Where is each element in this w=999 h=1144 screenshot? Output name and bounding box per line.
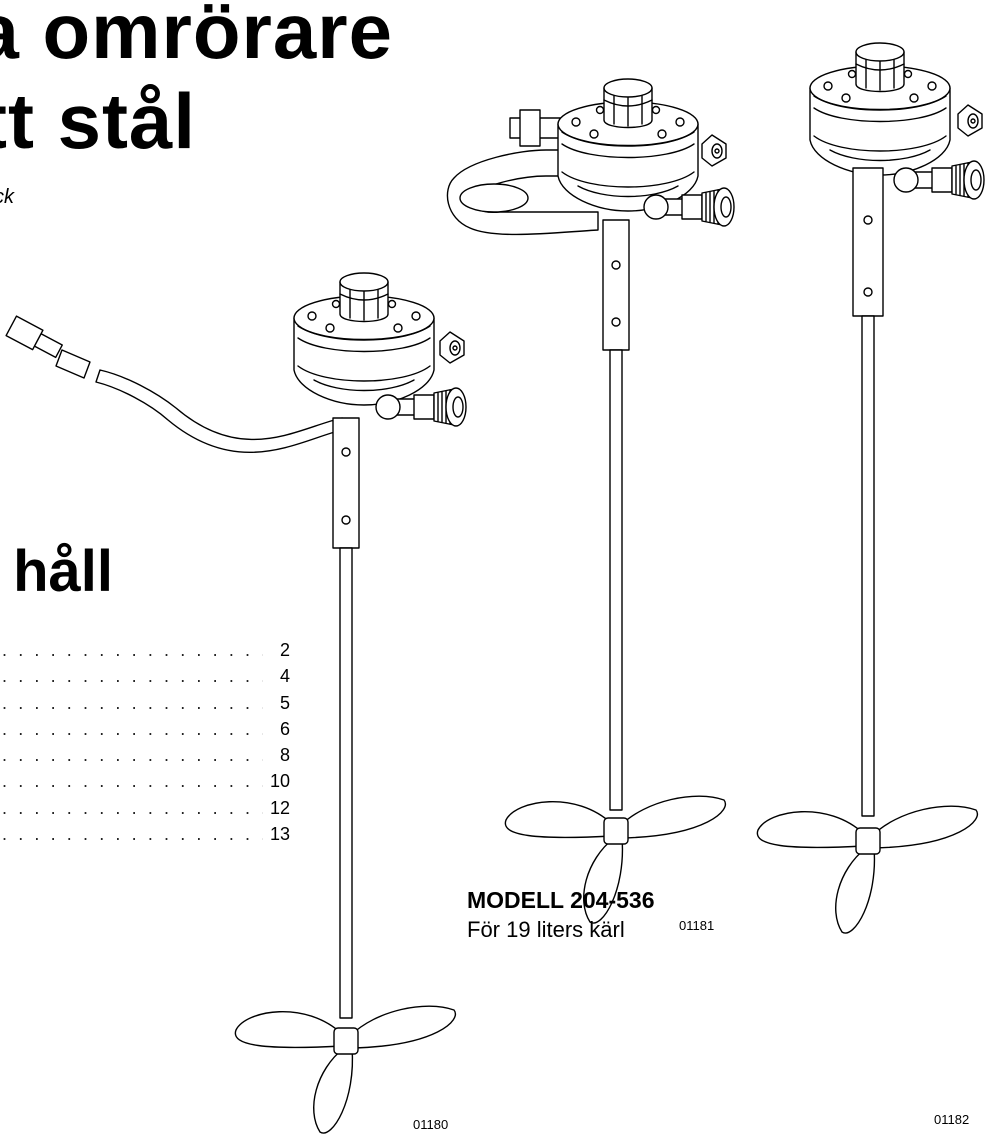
- contents-heading: håll: [13, 539, 113, 604]
- toc-leader-dots: . . . . . . . . . . . . . . . . . . . . …: [2, 771, 263, 792]
- cap-nut-icon: [439, 331, 465, 364]
- toc-page-number: 13: [269, 824, 290, 845]
- set-screw: [611, 260, 621, 270]
- toc-leader-dots: . . . . . . . . . . . . . . . . . . . . …: [2, 666, 263, 687]
- shaft: [609, 349, 623, 811]
- model-204-536-illustration: [446, 78, 735, 924]
- toc-page-number: 6: [279, 718, 290, 739]
- shaft: [339, 547, 353, 1019]
- toc-leader-dots: . . . . . . . . . . . . . . . . . . . . …: [2, 718, 263, 739]
- cap-nut-icon: [701, 134, 727, 167]
- set-screw: [863, 215, 873, 225]
- table-of-contents: . . . . . . . . . . . . . . . . . . . . …: [0, 637, 293, 847]
- toc-leader-dots: . . . . . . . . . . . . . . . . . . . . …: [2, 824, 263, 845]
- handle-loop: [459, 183, 529, 213]
- toc-entry[interactable]: . . . . . . . . . . . . . . . . . . . . …: [0, 821, 293, 847]
- motor-icon: [809, 42, 951, 176]
- hose-fitting: [5, 315, 63, 359]
- toc-entry[interactable]: . . . . . . . . . . . . . . . . . . . . …: [0, 716, 293, 742]
- air-fitting: [519, 109, 541, 147]
- toc-entry[interactable]: . . . . . . . . . . . . . . . . . . . . …: [0, 742, 293, 768]
- set-screw: [863, 287, 873, 297]
- toc-entry[interactable]: . . . . . . . . . . . . . . . . . . . . …: [0, 768, 293, 794]
- shaft: [861, 315, 875, 817]
- toc-leader-dots: . . . . . . . . . . . . . . . . . . . . …: [2, 692, 263, 713]
- toc-page-number: 8: [279, 745, 290, 766]
- propeller-icon: [756, 805, 979, 934]
- title-line-2: tt stål: [0, 77, 196, 165]
- shaft-coupling: [332, 417, 360, 549]
- cap-nut-icon: [957, 104, 983, 137]
- set-screw: [611, 317, 621, 327]
- motor-icon: [557, 78, 699, 212]
- set-screw: [341, 515, 351, 525]
- toc-entry[interactable]: . . . . . . . . . . . . . . . . . . . . …: [0, 663, 293, 689]
- subtitle: ck: [0, 186, 14, 208]
- toc-leader-dots: . . . . . . . . . . . . . . . . . . . . …: [2, 640, 263, 660]
- toc-entry[interactable]: . . . . . . . . . . . . . . . . . . . . …: [0, 690, 293, 716]
- toc-page-number: 2: [279, 640, 290, 660]
- toc-entry[interactable]: . . . . . . . . . . . . . . . . . . . . …: [0, 795, 293, 821]
- toc-leader-dots: . . . . . . . . . . . . . . . . . . . . …: [2, 745, 263, 766]
- toc-page-number: 5: [279, 692, 290, 713]
- toc-entry[interactable]: . . . . . . . . . . . . . . . . . . . . …: [0, 637, 293, 663]
- propeller-icon: [234, 1005, 457, 1134]
- shaft-coupling: [602, 219, 630, 351]
- toc-page-number: 10: [269, 771, 290, 792]
- title-line-1: a omrörare: [0, 0, 393, 75]
- figure-number: 01180: [413, 1117, 449, 1132]
- model-caption: MODELL 204-536: [467, 887, 655, 913]
- model-right-illustration: [756, 42, 985, 934]
- toc-page-number: 12: [269, 797, 290, 818]
- motor-icon: [293, 272, 435, 406]
- air-hose: [95, 369, 343, 454]
- model-left-illustration: [5, 272, 467, 1134]
- toc-leader-dots: . . . . . . . . . . . . . . . . . . . . …: [2, 797, 263, 818]
- figure-number: 01182: [934, 1112, 970, 1127]
- set-screw: [341, 447, 351, 457]
- model-description: För 19 liters kärl: [467, 917, 625, 942]
- figure-number: 01181: [679, 918, 715, 933]
- hose-fitting: [55, 349, 91, 379]
- toc-page-number: 4: [279, 666, 290, 687]
